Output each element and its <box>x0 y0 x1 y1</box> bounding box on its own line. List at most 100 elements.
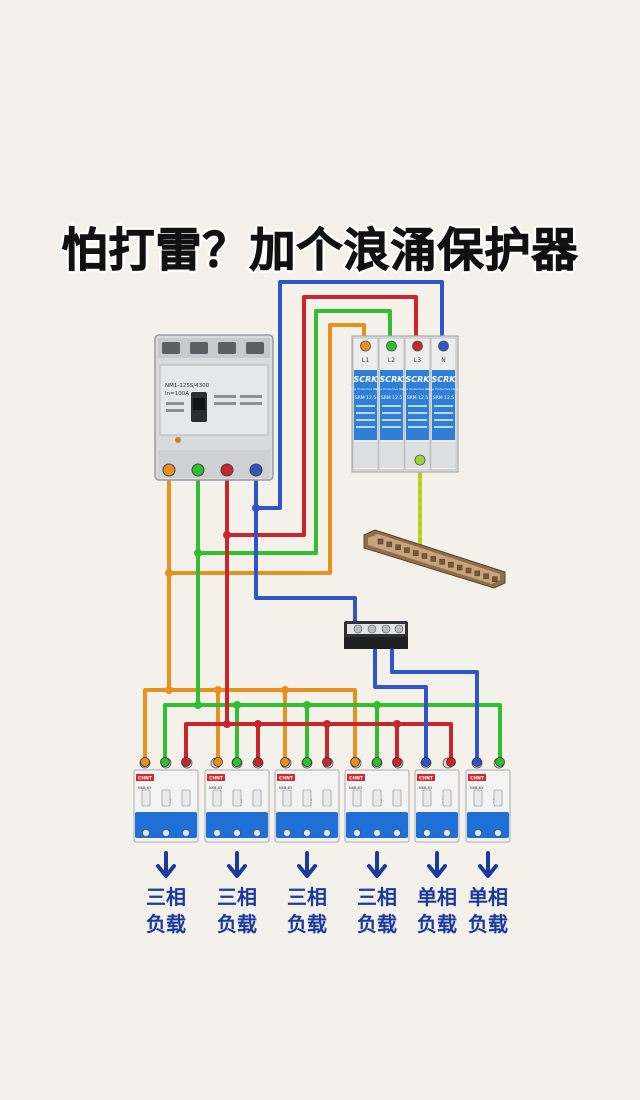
breaker-brand: CHNT <box>209 776 224 782</box>
breaker-terminal <box>350 757 360 767</box>
busbar-screw <box>377 538 384 545</box>
spd-terminal <box>386 340 397 352</box>
breaker-toggle[interactable] <box>161 789 171 807</box>
breaker-terminal <box>322 757 332 767</box>
wire-n-spd <box>254 280 444 510</box>
breaker-brand: CHNT <box>419 776 434 782</box>
breaker-terminal <box>372 757 382 767</box>
wire-l2-bus <box>196 478 502 764</box>
breaker-toggle[interactable] <box>493 789 503 807</box>
junction-dot <box>373 701 381 709</box>
load-type: 三相 <box>146 885 186 909</box>
wire-l1-bus <box>167 688 357 764</box>
junction-dot <box>233 701 241 709</box>
busbar-screw <box>412 550 419 556</box>
junction-dot <box>165 569 173 577</box>
down-arrow-head <box>478 864 498 878</box>
branch-breakers: CHNTNXB-6332CHNTNXB-6332CHNTNXB-6332CHNT… <box>133 757 511 843</box>
junction-dot <box>393 720 401 728</box>
down-arrow-head <box>297 864 317 878</box>
spd-brand: SCRK <box>354 375 379 384</box>
wire-l3-drop <box>184 722 229 764</box>
junction-dot <box>223 531 231 539</box>
spd-model: SRM 12.5 <box>407 395 428 401</box>
breaker-brand: CHNT <box>349 776 364 782</box>
breaker-toggle[interactable] <box>422 789 432 807</box>
breaker-toggle[interactable] <box>252 789 262 807</box>
spd-model: SRM 12.5 <box>355 395 376 401</box>
main-breaker-terminal <box>191 463 205 477</box>
junction-dot <box>303 701 311 709</box>
busbar-screw <box>483 573 489 580</box>
load-label: 三相负载 <box>347 884 407 938</box>
breaker-toggle[interactable] <box>372 789 382 807</box>
breaker-toggle[interactable] <box>473 789 483 807</box>
spd-brand: SCRK <box>432 375 457 384</box>
junction-dot <box>252 504 260 512</box>
load-type: 单相 <box>468 885 508 909</box>
chnt-logo <box>468 774 486 781</box>
breaker-toggle[interactable] <box>181 789 191 807</box>
main-breaker-model: NM1-125S/4300 <box>165 383 210 389</box>
breaker-toggle[interactable] <box>232 789 242 807</box>
spd-subtitle: Surge Protective Device <box>348 387 384 391</box>
spd-brand: SCRK <box>406 375 431 384</box>
breaker-toggle[interactable] <box>392 789 402 807</box>
breaker-model: NXB-63 <box>279 786 292 790</box>
breaker-brand: CHNT <box>470 776 485 782</box>
load-word: 负载 <box>146 912 186 936</box>
breaker-model: NXB-63 <box>349 786 362 790</box>
spd-terminal <box>438 340 449 352</box>
wire-l2-drop <box>163 703 200 764</box>
breaker-terminal <box>302 757 312 767</box>
breaker-toggle[interactable] <box>212 789 222 807</box>
wire-n-block <box>254 506 357 626</box>
down-arrow-head <box>156 864 176 878</box>
breaker-terminal <box>160 757 170 767</box>
down-arrow-head <box>367 864 387 878</box>
busbar-screw <box>386 541 393 548</box>
wire-l3-bus <box>225 478 453 764</box>
main-breaker-rating: In=100A <box>165 391 189 397</box>
spd-pole-label: L2 <box>388 357 395 364</box>
busbar-screw <box>456 564 463 571</box>
breaker-toggle[interactable] <box>352 789 362 807</box>
chnt-logo <box>136 774 154 781</box>
junction-dot <box>214 686 222 694</box>
load-word: 负载 <box>217 912 257 936</box>
load-type: 单相 <box>417 885 457 909</box>
breaker-terminal <box>446 757 456 767</box>
wire-l1-drop <box>143 478 171 764</box>
breaker-model: NXB-63 <box>209 786 222 790</box>
wire-n-branch-1 <box>373 644 428 764</box>
chnt-logo <box>207 774 225 781</box>
spd-model: SRM 12.5 <box>381 395 402 401</box>
busbar-screw <box>474 570 481 577</box>
spd-terminal <box>412 340 423 352</box>
load-type: 三相 <box>217 885 257 909</box>
junction-dot <box>281 686 289 694</box>
breaker-toggle[interactable] <box>141 789 151 807</box>
spd-subtitle: Surge Protective Device <box>374 387 410 391</box>
breaker-toggle[interactable] <box>322 789 332 807</box>
arrows <box>156 851 498 878</box>
breaker-terminal <box>181 757 191 767</box>
breaker-toggle[interactable] <box>302 789 312 807</box>
busbar-screw <box>421 553 428 559</box>
breaker-terminal <box>140 757 150 767</box>
down-arrow-head <box>227 864 247 878</box>
busbar-screw <box>492 576 498 582</box>
chnt-logo <box>417 774 435 781</box>
breaker-toggle[interactable] <box>442 789 452 807</box>
busbar-screw <box>439 559 445 565</box>
breaker-model: NXB-63 <box>419 786 432 790</box>
wire-n-branch-2 <box>390 644 479 764</box>
junction-dot <box>254 720 262 728</box>
breaker-brand: CHNT <box>279 776 294 782</box>
breaker-toggle[interactable] <box>282 789 292 807</box>
load-type: 三相 <box>357 885 397 909</box>
